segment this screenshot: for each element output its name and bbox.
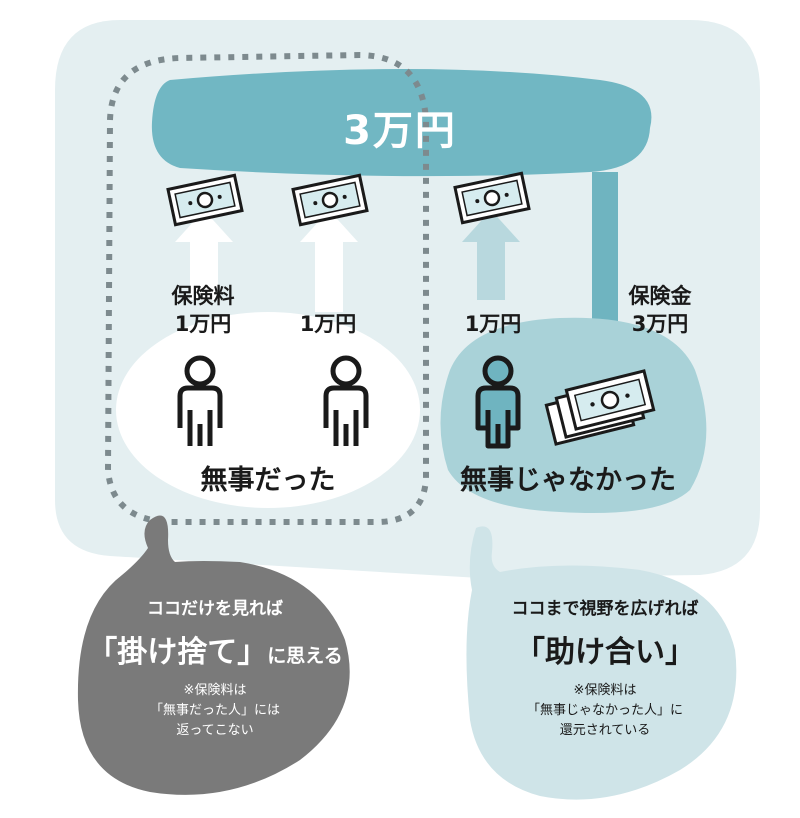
person-icon [475,355,521,449]
note-line: 返ってこない [176,723,254,738]
right-speech-bubble [466,526,737,800]
banknote-icon [291,173,369,227]
up-arrow-icon [175,210,233,300]
pool-amount: 3万円 [343,108,457,154]
note-line: 「無事だった人」には [149,703,280,718]
left-bubble-lead: ココだけを見れば [147,599,283,619]
note-line: ※保険料は [573,683,637,698]
note-line: ※保険料は [183,683,247,698]
note-line: 「無事じゃなかった人」に [526,703,683,718]
premium-label-3: 1万円 [465,310,522,338]
premium-amount: 1万円 [299,312,357,336]
payout-heading: 保険金 [628,284,692,308]
premium-label-2: 1万円 [300,310,357,338]
note-line: 還元されている [559,723,651,738]
unharmed-group-label: 無事だった [200,465,336,496]
right-bubble-lead: ココまで視野を広げれば [511,599,699,619]
up-arrow-icon [462,210,520,300]
left-bubble-suffix: に思える [267,645,343,667]
banknote-icon [166,173,244,227]
person-icon [323,355,369,446]
premium-amount: 1万円 [464,312,522,336]
person-icon [177,355,223,446]
right-bubble-emphasis: 「助け合い」 [515,635,695,670]
premium-amount: 1万円 [174,312,232,336]
dotted-boundary [104,51,429,525]
pool-blob [151,69,652,177]
premium-heading: 保険料 [171,284,235,308]
harmed-group-label: 無事じゃなかった [460,465,676,496]
banknote-icon [453,171,531,225]
right-bubble-content: ココまで視野を広げれば 「助け合い」 ※保険料は 「無事じゃなかった人」に 還元… [512,594,699,741]
left-bubble-emphasis: 「掛け捨て」 [87,635,268,670]
left-bubble-emphasis-line: 「掛け捨て」に思える [87,627,342,671]
payout-amount: 3万円 [631,312,689,336]
right-bubble-emphasis-line: 「助け合い」 [512,627,699,671]
left-speech-bubble [77,515,350,795]
left-bubble-note: ※保険料は 「無事だった人」には 返ってこない [87,681,342,741]
payout-label: 保険金 3万円 [629,282,692,338]
right-bubble-note: ※保険料は 「無事じゃなかった人」に 還元されている [512,681,699,741]
banknote-stack-icon [544,369,656,446]
up-arrow-icon [300,210,358,312]
left-bubble-content: ココだけを見れば 「掛け捨て」に思える ※保険料は 「無事だった人」には 返って… [87,594,342,741]
premium-label-1: 保険料 1万円 [172,282,235,338]
